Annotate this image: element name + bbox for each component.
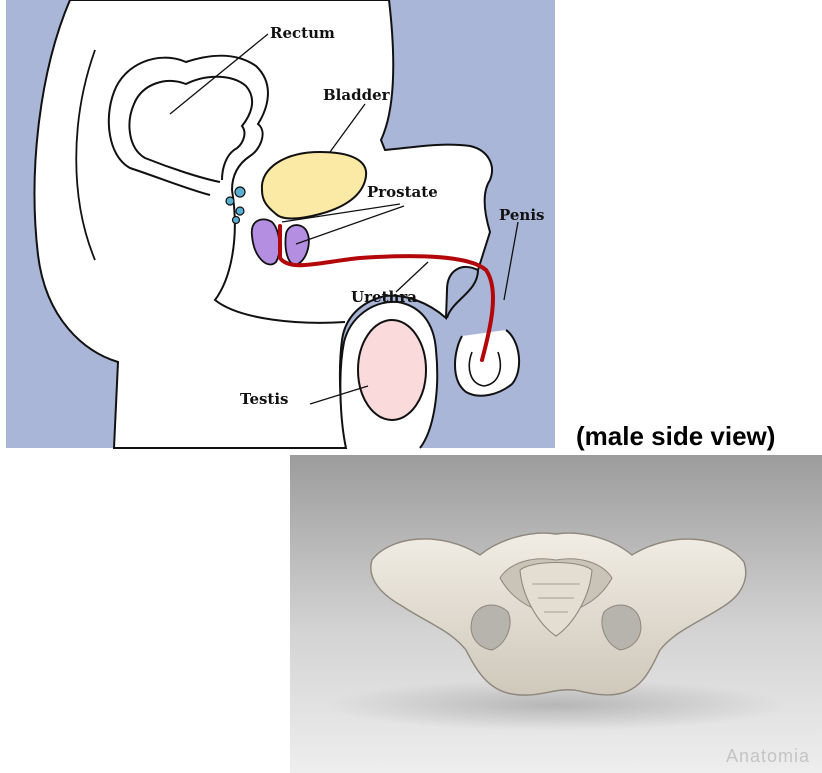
label-bladder: Bladder [323,86,391,104]
pelvis-photo: Anatomia [290,455,822,773]
label-prostate: Prostate [367,183,438,201]
label-testis: Testis [240,390,289,408]
label-rectum: Rectum [270,24,335,42]
male-side-view-diagram: Rectum Bladder Prostate Penis Urethra Te… [6,0,555,448]
photo-watermark: Anatomia [726,746,810,766]
figure-caption: (male side view) [576,421,775,452]
label-penis: Penis [499,206,544,224]
testis-shape [358,320,426,420]
label-urethra: Urethra [351,288,417,306]
